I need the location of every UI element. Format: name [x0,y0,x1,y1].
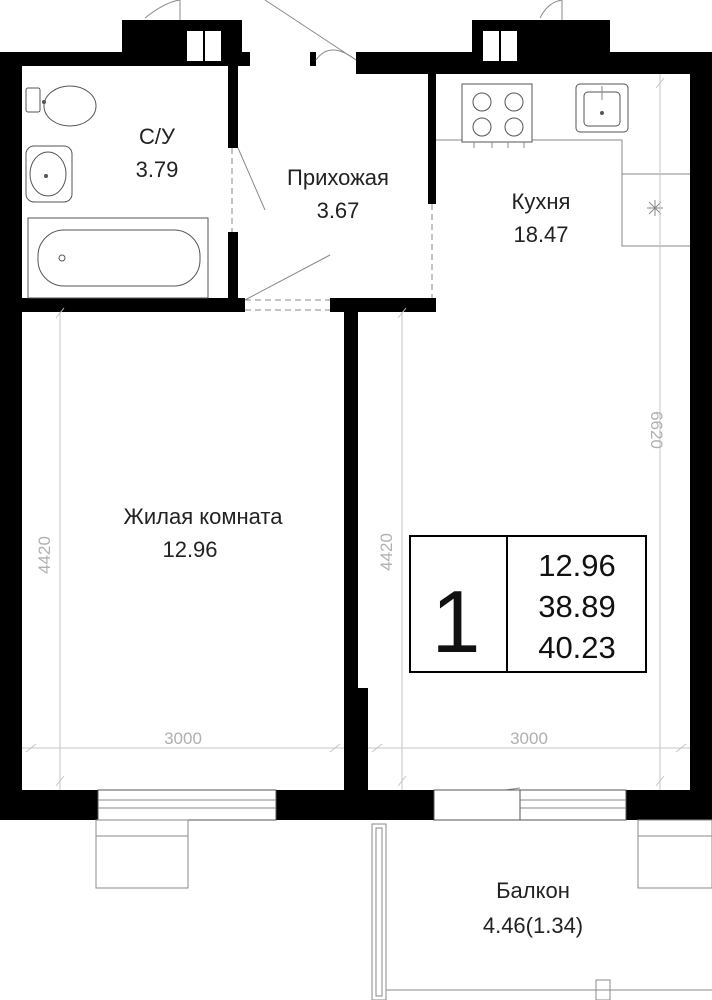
kitchen-lower-height-dim: 4420 [377,533,396,571]
total-with-balcony-value: 40.23 [538,630,616,665]
living-width-dim: 3000 [164,729,202,748]
living-room-name: Жилая комната [124,504,284,529]
windows [97,789,627,821]
living-area-value: 12.96 [538,548,616,583]
door-swings [144,0,563,801]
kitchen-width-dim: 3000 [510,729,548,748]
ventilation-shafts [185,29,519,63]
living-room-area: 12.96 [162,537,217,562]
balcony-name: Балкон [496,878,570,903]
bathroom-fixtures [25,85,209,299]
rooms-count: 1 [432,572,481,671]
balcony-area: 4.46(1.34) [483,913,583,938]
bathroom-name: С/У [139,124,176,149]
hallway-name: Прихожая [287,165,389,190]
boiler-icon [647,200,663,216]
hallway-area: 3.67 [317,198,360,223]
bathroom-area: 3.79 [136,157,179,182]
walls [0,20,712,820]
kitchen-fixtures [436,83,690,247]
living-height-dim: 4420 [35,536,54,574]
area-summary-box: 1 12.96 38.89 40.23 [409,535,647,673]
kitchen-name: Кухня [512,189,571,214]
kitchen-height-dim: 6620 [647,411,666,449]
kitchen-area: 18.47 [513,222,568,247]
balcony-structure [95,819,712,1000]
dimension-lines [22,74,690,790]
total-area-value: 38.89 [538,589,616,624]
